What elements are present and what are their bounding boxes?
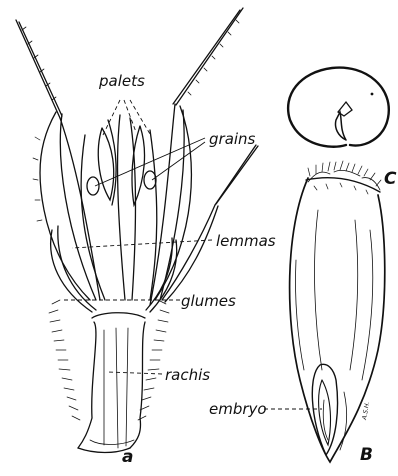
grain-longitudinal: [290, 161, 385, 462]
label-glumes: glumes: [181, 292, 236, 310]
label-lemmas: lemmas: [216, 232, 276, 250]
rachis-drawing: [78, 313, 145, 453]
glumes-drawing: [51, 226, 177, 312]
panel-letter-a: a: [122, 447, 133, 467]
awns: [16, 8, 258, 205]
grains-leader-1: [95, 138, 205, 186]
palets-drawing: [98, 115, 144, 300]
label-rachis: rachis: [165, 366, 210, 384]
artist-signature: A.S.H.: [361, 401, 371, 421]
palets-leader-right: [130, 100, 150, 134]
rachis-leader: [108, 372, 162, 374]
label-grains: grains: [209, 130, 256, 148]
panel-letter-c: C: [384, 169, 397, 189]
grain-cross-section: [288, 68, 389, 147]
label-palets: palets: [98, 72, 145, 90]
palets-leader-mid: [124, 100, 136, 132]
panel-letter-b: B: [360, 445, 373, 465]
leader-lines: [62, 100, 322, 409]
label-embryo: embryo: [209, 400, 267, 418]
lemmas-leader: [72, 240, 212, 248]
grains-leader-2: [152, 142, 205, 180]
